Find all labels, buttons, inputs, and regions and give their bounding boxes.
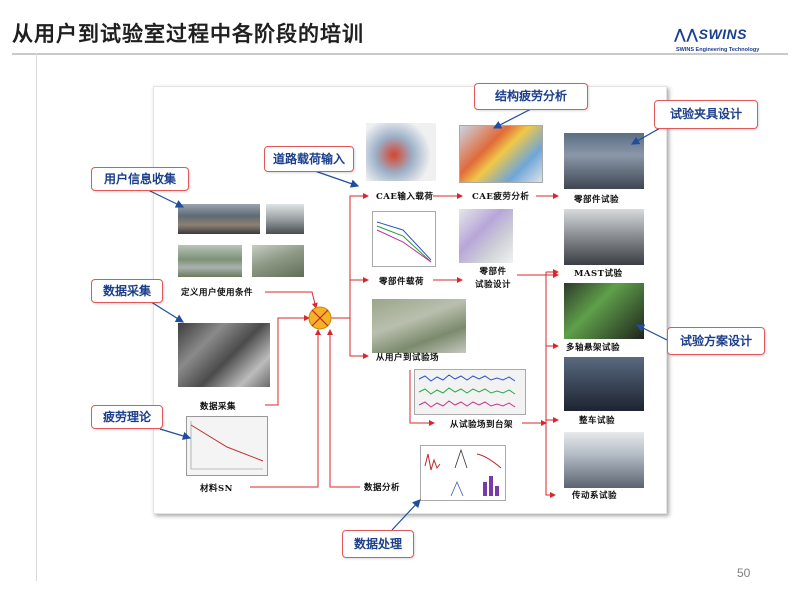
component-test-top-label: 零部件试验 xyxy=(574,195,620,205)
callout-data-processing: 数据处理 xyxy=(342,530,414,558)
data-acq-label: 数据采集 xyxy=(200,402,237,412)
node-to-cae-arrow xyxy=(331,193,369,319)
user-photo-highway xyxy=(178,245,242,277)
suspension-cad-image xyxy=(366,123,436,181)
proving-ground-photo xyxy=(372,299,466,353)
fatigue-contour-image xyxy=(459,125,543,183)
component-test-photo xyxy=(564,133,644,189)
multiaxial-test-photo xyxy=(564,283,644,339)
test-fixture-cad-image xyxy=(459,209,513,263)
callout-fatigue-theory: 疲劳理论 xyxy=(91,405,163,429)
signal-traces-graphic xyxy=(418,374,516,408)
multiaxial-test-label: 多轴悬架试验 xyxy=(566,343,621,353)
driveline-test-photo xyxy=(564,432,644,488)
user-photo-curve-road xyxy=(252,245,304,277)
fatigue-theory-pointer xyxy=(159,428,192,440)
cae-load-label: CAE输入载荷 xyxy=(376,192,434,202)
component-load-chart xyxy=(372,211,436,267)
title-divider xyxy=(12,53,788,55)
rig-bus-to-driveline-arrow xyxy=(545,272,556,498)
sn-curve-graphic xyxy=(190,421,264,470)
user-photo-road xyxy=(266,204,304,234)
road-load-pointer xyxy=(311,169,360,188)
data-acq-pointer xyxy=(147,299,185,323)
usage-to-node-arrow xyxy=(265,291,318,309)
define-usage-label: 定义用户使用条件 xyxy=(181,288,254,298)
process-diagram: 定义用户使用条件 数据采集 材料SN 数据分析 CAE输入载荷 CAE疲劳分析 … xyxy=(153,86,667,514)
component-test-design-label: 零部件试验设计 xyxy=(470,266,516,292)
user-to-proving-ground-label: 从用户到试验场 xyxy=(376,353,440,363)
analysis-graphic xyxy=(424,448,502,497)
structural-fatigue-pointer xyxy=(492,107,534,129)
test-plan-pointer xyxy=(635,324,668,341)
callout-arrows xyxy=(147,107,668,531)
data-processing-pointer xyxy=(391,499,421,531)
sn-to-node-arrow xyxy=(250,329,321,488)
logo-chevron-icon: ⋀⋀ xyxy=(674,26,699,42)
cae-fatigue-label: CAE疲劳分析 xyxy=(472,192,530,202)
material-sn-label: 材料SN xyxy=(200,484,233,494)
proving-ground-to-rig-arrow xyxy=(409,370,435,426)
callout-user-info: 用户信息收集 xyxy=(91,167,189,191)
fixture-design-pointer xyxy=(630,126,663,145)
mast-test-label: MAST试验 xyxy=(574,269,623,279)
user-info-pointer xyxy=(147,189,185,208)
sn-curve-chart xyxy=(186,416,268,476)
callout-test-plan-design: 试验方案设计 xyxy=(667,327,765,355)
vehicle-test-photo xyxy=(564,357,644,411)
acq-to-node-arrow xyxy=(265,315,310,406)
logo-subtitle: SWINS Engineering Technology xyxy=(676,47,760,53)
node-to-proving-ground-arrow xyxy=(349,318,369,359)
summing-node xyxy=(308,306,332,330)
callout-road-load-input: 道路载荷输入 xyxy=(264,146,354,172)
slide-title: 从用户到试验室过程中各阶段的培训 xyxy=(12,22,364,46)
flow-arrows xyxy=(250,193,559,498)
component-load-label: 零部件载荷 xyxy=(379,277,425,287)
vehicle-test-label: 整车试验 xyxy=(579,416,616,426)
data-acquisition-photo xyxy=(178,323,270,387)
user-photo-traffic xyxy=(178,204,260,234)
data-analysis-charts xyxy=(420,445,506,501)
analysis-to-node-arrow xyxy=(327,329,360,488)
callout-data-acquisition: 数据采集 xyxy=(91,279,163,303)
proving-ground-to-rig-label: 从试验场到台架 xyxy=(450,420,514,430)
mast-test-photo xyxy=(564,209,644,265)
load-curves-graphic xyxy=(376,221,432,263)
left-divider xyxy=(36,53,37,581)
test-design-line-2: 试验设计 xyxy=(474,280,511,290)
callout-structural-fatigue: 结构疲劳分析 xyxy=(474,83,588,110)
time-history-signals xyxy=(414,369,526,415)
callout-fixture-design: 试验夹具设计 xyxy=(654,100,758,129)
driveline-test-label: 传动系试验 xyxy=(572,491,618,501)
data-analysis-label: 数据分析 xyxy=(364,483,401,493)
swins-logo: ⋀⋀SWINS xyxy=(674,26,747,43)
logo-wordmark: SWINS xyxy=(698,26,747,42)
test-design-line-1: 零部件 xyxy=(479,267,507,277)
page-number: 50 xyxy=(737,566,751,580)
